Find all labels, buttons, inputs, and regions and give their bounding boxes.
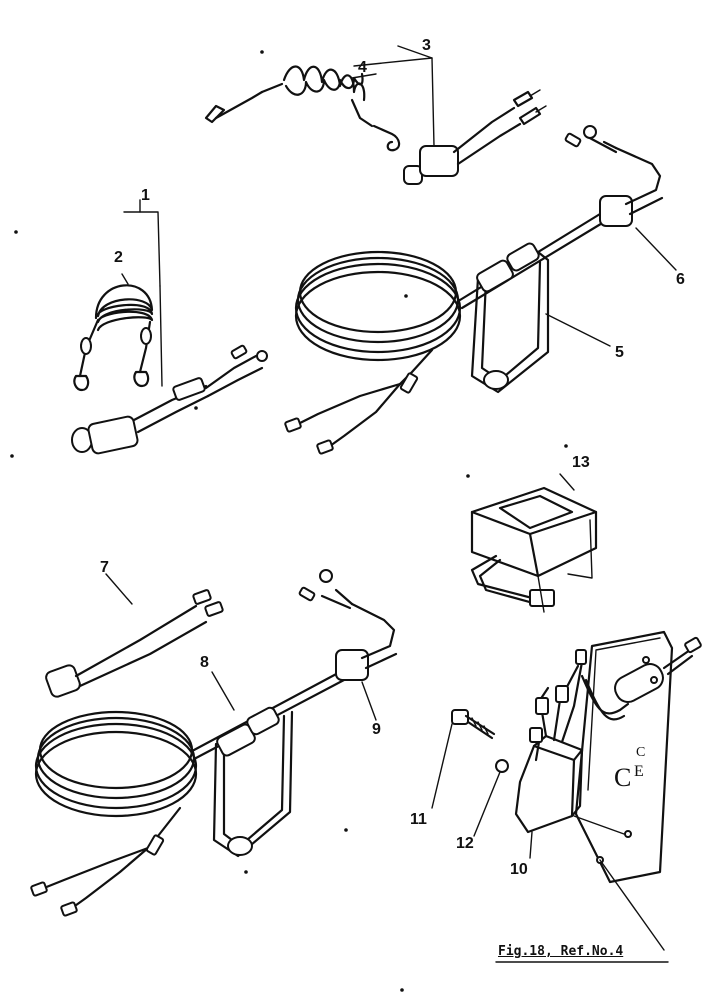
callout-13: 13: [572, 454, 590, 471]
lanyard-coil-top: [204, 65, 401, 152]
remote-cable-top: [284, 125, 664, 455]
callout-10: 10: [510, 861, 528, 878]
callout-1: 1: [141, 187, 150, 204]
callout-5: 5: [615, 344, 624, 361]
figure-caption: Fig.18, Ref.No.4: [498, 944, 624, 959]
callout-6: 6: [676, 271, 685, 288]
callout-9: 9: [372, 721, 381, 738]
rectifier-assembly: C E C: [431, 630, 702, 951]
callout-8: 8: [200, 654, 209, 671]
svg-text:C: C: [614, 763, 631, 792]
callout-3: 3: [422, 37, 431, 54]
callout-4: 4: [358, 59, 367, 76]
callout-11: 11: [410, 811, 427, 828]
callout-2: 2: [114, 249, 123, 266]
callout-7: 7: [100, 559, 109, 576]
callout-12: 12: [456, 835, 474, 852]
callout-lines-5-6: [545, 227, 677, 347]
svg-text:C: C: [636, 745, 645, 760]
stop-switch-left: [71, 199, 268, 455]
cable-7: [45, 573, 224, 698]
callout-lines-3-4: [351, 45, 435, 147]
stop-switch-top: [403, 89, 547, 185]
remote-cable-bottom: [30, 569, 398, 917]
scan-specks: [10, 50, 568, 992]
module-13: [470, 473, 598, 613]
svg-text:E: E: [634, 763, 644, 780]
